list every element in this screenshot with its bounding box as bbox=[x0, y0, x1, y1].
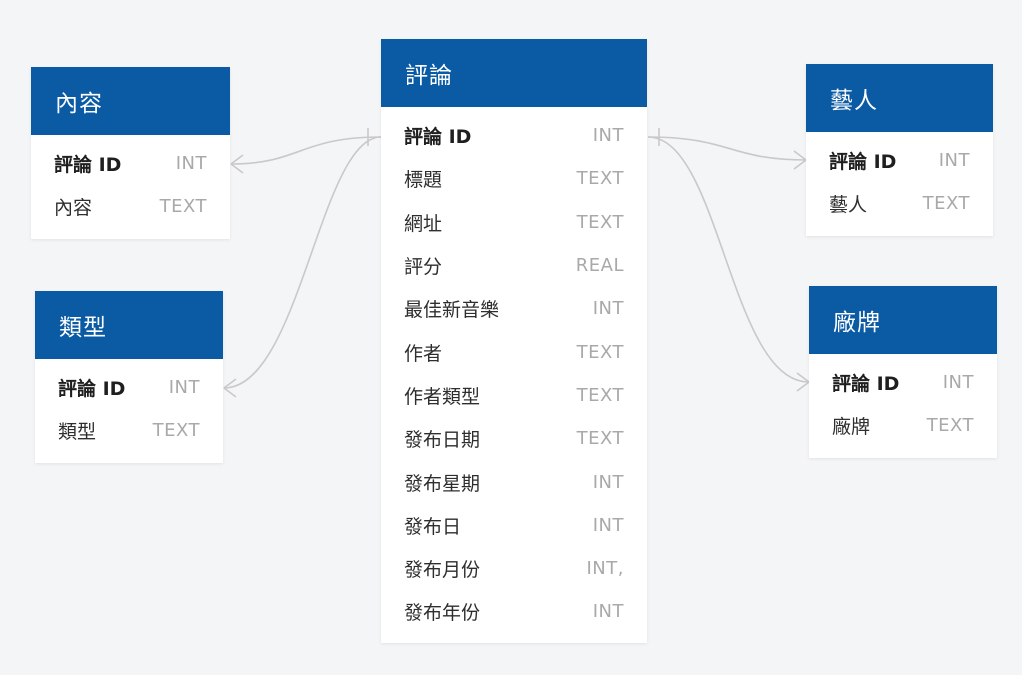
table-artist[interactable]: 藝人 評論 ID INT 藝人 TEXT bbox=[806, 64, 993, 236]
field-row[interactable]: 藝人 TEXT bbox=[806, 182, 993, 225]
field-name: 作者類型 bbox=[404, 385, 481, 408]
field-type: TEXT bbox=[576, 168, 624, 190]
field-type: TEXT bbox=[576, 384, 624, 406]
field-row[interactable]: 評論 ID INT bbox=[806, 139, 993, 182]
field-row[interactable]: 發布星期 INT bbox=[381, 460, 647, 503]
field-name: 評論 ID bbox=[54, 154, 122, 177]
connector-review-label bbox=[647, 136, 810, 392]
table-artist-title: 藝人 bbox=[806, 64, 993, 132]
table-content[interactable]: 內容 評論 ID INT 內容 TEXT bbox=[31, 67, 230, 239]
field-name: 作者 bbox=[404, 342, 443, 365]
table-review[interactable]: 評論 評論 ID INT 標題 TEXT 網址 TEXT 評分 REAL 最佳新… bbox=[381, 39, 647, 643]
field-name: 標題 bbox=[404, 169, 443, 192]
field-row[interactable]: 發布日期 TEXT bbox=[381, 417, 647, 460]
table-label-fields: 評論 ID INT 廠牌 TEXT bbox=[809, 354, 997, 448]
field-row[interactable]: 作者 TEXT bbox=[381, 330, 647, 373]
field-row[interactable]: 評論 ID INT bbox=[809, 361, 997, 404]
connector-review-artist bbox=[647, 128, 807, 170]
table-content-fields: 評論 ID INT 內容 TEXT bbox=[31, 135, 230, 229]
field-name: 發布年份 bbox=[404, 602, 481, 625]
table-content-title: 內容 bbox=[31, 67, 230, 135]
table-review-fields: 評論 ID INT 標題 TEXT 網址 TEXT 評分 REAL 最佳新音樂 … bbox=[381, 107, 647, 634]
field-type: INT bbox=[168, 377, 200, 399]
field-name: 網址 bbox=[404, 212, 443, 235]
field-type: TEXT bbox=[576, 428, 624, 450]
field-type: REAL bbox=[575, 255, 624, 277]
table-genre[interactable]: 類型 評論 ID INT 類型 TEXT bbox=[35, 291, 223, 463]
field-type: INT bbox=[592, 601, 624, 623]
field-row[interactable]: 廠牌 TEXT bbox=[809, 404, 997, 447]
table-label-title: 廠牌 bbox=[809, 286, 997, 354]
table-genre-title: 類型 bbox=[35, 291, 223, 359]
field-name: 評分 bbox=[404, 256, 443, 279]
field-row[interactable]: 評論 ID INT bbox=[381, 114, 647, 157]
field-type: TEXT bbox=[926, 415, 974, 437]
field-name: 藝人 bbox=[829, 194, 868, 217]
field-type: TEXT bbox=[152, 420, 200, 442]
field-type: INT bbox=[592, 125, 624, 147]
field-name: 內容 bbox=[54, 197, 93, 220]
field-row[interactable]: 評論 ID INT bbox=[35, 366, 223, 409]
field-row[interactable]: 發布月份 INT, bbox=[381, 547, 647, 590]
field-row[interactable]: 類型 TEXT bbox=[35, 409, 223, 452]
field-name: 評論 ID bbox=[58, 378, 126, 401]
field-type: INT bbox=[592, 298, 624, 320]
field-row[interactable]: 網址 TEXT bbox=[381, 201, 647, 244]
field-type: INT bbox=[938, 150, 970, 172]
field-name: 最佳新音樂 bbox=[404, 299, 500, 322]
field-type: TEXT bbox=[922, 193, 970, 215]
table-artist-fields: 評論 ID INT 藝人 TEXT bbox=[806, 132, 993, 226]
field-type: INT, bbox=[586, 558, 624, 580]
connector-review-genre bbox=[223, 136, 382, 398]
field-type: TEXT bbox=[159, 196, 207, 218]
connector-review-content bbox=[230, 128, 382, 174]
field-type: TEXT bbox=[576, 341, 624, 363]
field-row[interactable]: 發布日 INT bbox=[381, 504, 647, 547]
field-name: 發布日 bbox=[404, 515, 462, 538]
field-row[interactable]: 內容 TEXT bbox=[31, 185, 230, 228]
field-name: 評論 ID bbox=[829, 151, 897, 174]
field-type: INT bbox=[942, 372, 974, 394]
field-type: INT bbox=[175, 153, 207, 175]
field-name: 評論 ID bbox=[404, 126, 472, 149]
field-row[interactable]: 評論 ID INT bbox=[31, 142, 230, 185]
field-name: 發布日期 bbox=[404, 429, 481, 452]
table-review-title: 評論 bbox=[381, 39, 647, 107]
field-name: 發布月份 bbox=[404, 559, 481, 582]
field-name: 評論 ID bbox=[832, 373, 900, 396]
table-label[interactable]: 廠牌 評論 ID INT 廠牌 TEXT bbox=[809, 286, 997, 458]
field-row[interactable]: 作者類型 TEXT bbox=[381, 374, 647, 417]
field-row[interactable]: 評分 REAL bbox=[381, 244, 647, 287]
table-genre-fields: 評論 ID INT 類型 TEXT bbox=[35, 359, 223, 453]
field-row[interactable]: 發布年份 INT bbox=[381, 590, 647, 633]
field-name: 類型 bbox=[58, 421, 97, 444]
field-name: 發布星期 bbox=[404, 472, 481, 495]
field-type: INT bbox=[592, 514, 624, 536]
field-row[interactable]: 最佳新音樂 INT bbox=[381, 287, 647, 330]
field-type: INT bbox=[592, 471, 624, 493]
field-row[interactable]: 標題 TEXT bbox=[381, 157, 647, 200]
field-type: TEXT bbox=[576, 211, 624, 233]
field-name: 廠牌 bbox=[832, 416, 871, 439]
